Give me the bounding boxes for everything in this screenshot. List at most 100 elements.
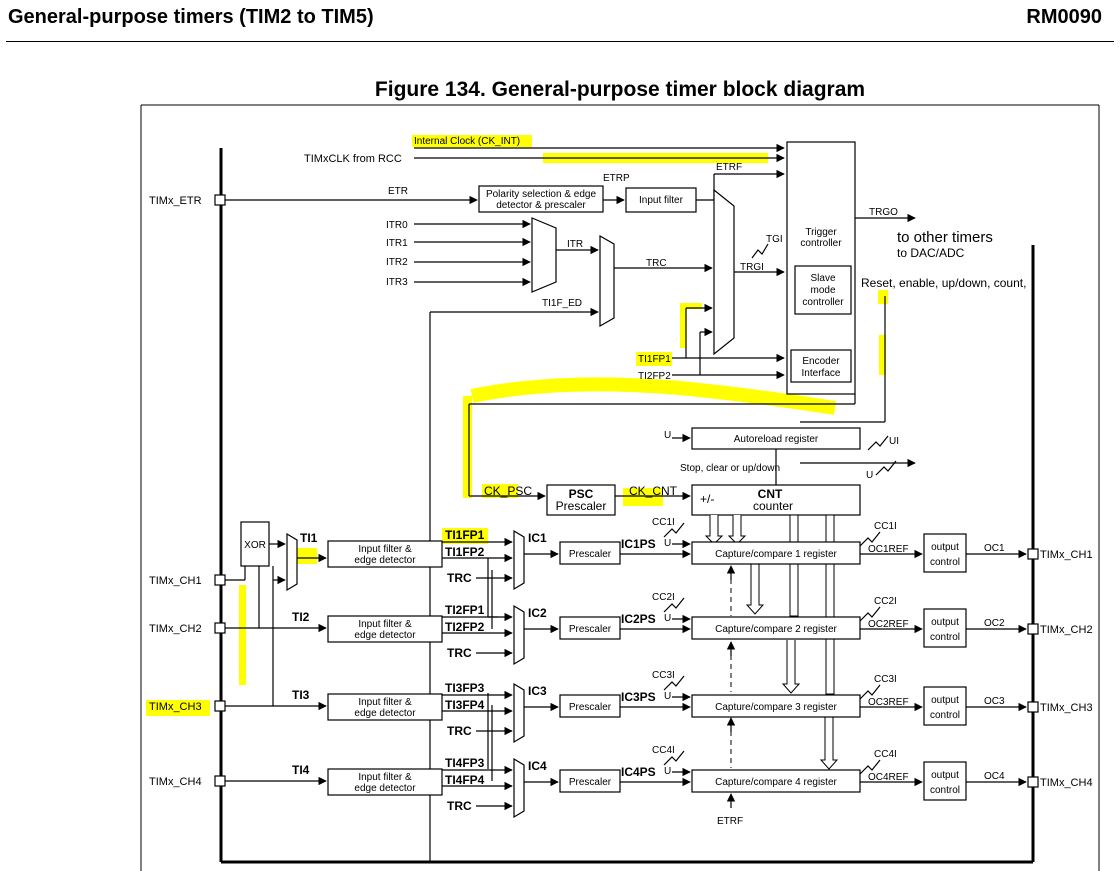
oc-label-ch3: OC3 — [984, 696, 1005, 707]
itr3-label: ITR3 — [386, 277, 408, 288]
fp-label-a-ch2: TI2FP1 — [445, 603, 485, 617]
output-line1-ch1: output — [931, 542, 959, 553]
oc-label-ch1: OC1 — [984, 543, 1005, 554]
ti1f-ed-label: TI1F_ED — [542, 298, 582, 309]
xor-gate — [240, 521, 270, 567]
figure-title: Figure 134. General-purpose timer block … — [374, 78, 866, 101]
itr2-label: ITR2 — [386, 257, 408, 268]
u-label-ch2: U — [664, 613, 671, 624]
reset-enable-text: Reset, enable, up/down, count, — [861, 276, 1026, 290]
cc-out-flag-ch2: CC2I — [874, 596, 897, 607]
ti4-label: TI4 — [292, 763, 310, 777]
slave-mode-block — [794, 265, 852, 315]
ti1fp1-label: TI1FP1 — [638, 354, 671, 365]
ic-prescaler-label-ch1: Prescaler — [569, 549, 612, 560]
fp-label-a-ch4: TI4FP3 — [445, 756, 485, 770]
to-dac-adc: to DAC/ADC — [897, 246, 965, 260]
fp-label-b-ch2: TI2FP2 — [445, 620, 485, 634]
autoreload-label: Autoreload register — [734, 434, 819, 445]
capture-compare-register-3 — [691, 694, 861, 718]
cc-out-flag-zigzag-ch4 — [859, 759, 881, 775]
pin-right-ch3 — [1027, 701, 1039, 713]
pin-timx-etr — [214, 194, 226, 206]
filter-line1-ch4: Input filter & — [358, 772, 412, 783]
ic-label-ch4: IC4 — [528, 759, 547, 773]
pin-label-right-ch3: TIMx_CH3 — [1040, 702, 1093, 714]
output-line2-ch4: control — [930, 785, 960, 796]
cc-flag-ch4: CC4I — [652, 745, 675, 756]
cc-out-flag-ch3: CC3I — [874, 674, 897, 685]
page-header-left: General-purpose timers (TIM2 to TIM5) — [8, 6, 374, 28]
capture-compare-register-2 — [691, 616, 861, 640]
psc-label: PSC — [569, 487, 594, 501]
trigger-line2: controller — [800, 238, 842, 249]
etrf-bottom-label: ETRF — [717, 816, 743, 827]
polarity-line2: detector & prescaler — [496, 200, 586, 211]
internal-clock-label: Internal Clock (CK_INT) — [414, 136, 520, 147]
ic-mux-ch3 — [513, 682, 525, 744]
ic-prescaler-ch3 — [559, 694, 621, 718]
icps-label-ch1: IC1PS — [621, 537, 656, 551]
slave-line3: controller — [802, 297, 844, 308]
pin-label-right-ch1: TIMx_CH1 — [1040, 549, 1093, 561]
ic-label-ch1: IC1 — [528, 531, 547, 545]
trc-ch4: TRC — [447, 799, 472, 813]
icps-label-ch3: IC3PS — [621, 690, 656, 704]
input-filter-block — [625, 187, 697, 213]
slave-line1: Slave — [810, 273, 835, 284]
u-autoreload: U — [664, 430, 671, 441]
u2-label: U — [866, 470, 873, 481]
to-other-timers: to other timers — [897, 229, 993, 246]
input-filter-ch4 — [327, 768, 443, 796]
fp-label-b-ch3: TI3FP4 — [445, 698, 485, 712]
ck-cnt-label: CK_CNT — [629, 484, 678, 498]
trc-ch3: TRC — [447, 724, 472, 738]
output-control-ch3 — [923, 686, 967, 726]
ti2fp2-label: TI2FP2 — [638, 371, 671, 382]
xor-label: XOR — [244, 540, 266, 551]
polarity-block — [478, 185, 604, 213]
cc-register-label-2: Capture/compare 2 register — [715, 624, 837, 635]
ck-psc-label: CK_PSC — [484, 484, 532, 498]
ti3-label: TI3 — [292, 688, 310, 702]
ic-label-ch3: IC3 — [528, 684, 547, 698]
encoder-interface-block — [790, 349, 852, 383]
cc-flag-zigzag-ch3 — [663, 675, 685, 691]
tgi-label: TGI — [766, 234, 783, 245]
cc-out-flag-zigzag-ch1 — [859, 531, 881, 547]
frame — [140, 104, 1100, 871]
input-filter-ch2 — [327, 615, 443, 643]
oc-label-ch4: OC4 — [984, 771, 1005, 782]
output-line2-ch3: control — [930, 710, 960, 721]
filter-line1-ch3: Input filter & — [358, 697, 412, 708]
output-line1-ch3: output — [931, 695, 959, 706]
header-rule — [6, 41, 1114, 42]
itr0-label: ITR0 — [386, 220, 408, 231]
cc-register-label-1: Capture/compare 1 register — [715, 549, 837, 560]
filter-line1-ch2: Input filter & — [358, 619, 412, 630]
slave-line2: mode — [810, 285, 835, 296]
output-line2-ch2: control — [930, 632, 960, 643]
input-filter-label: Input filter — [639, 195, 684, 206]
fp-label-a-ch1: TI1FP1 — [445, 528, 485, 542]
trigger-mux-1 — [599, 234, 615, 328]
pin-left-ch4 — [214, 775, 226, 787]
output-control-ch1 — [923, 533, 967, 573]
ic-prescaler-ch1 — [559, 541, 621, 565]
encoder-line2: Interface — [802, 368, 841, 379]
timxclk-label: TIMxCLK from RCC — [304, 153, 402, 165]
capture-compare-register-4 — [691, 769, 861, 793]
pin-right-ch4 — [1027, 776, 1039, 788]
ic-prescaler-label-ch2: Prescaler — [569, 624, 612, 635]
pin-label-right-ch4: TIMx_CH4 — [1040, 777, 1093, 789]
cnt-label: CNT — [758, 487, 783, 501]
ti1-mux — [286, 532, 298, 592]
output-control-ch4 — [923, 761, 967, 801]
ic-label-ch2: IC2 — [528, 606, 547, 620]
pin-label-left-ch1: TIMx_CH1 — [149, 575, 202, 587]
ic-prescaler-ch2 — [559, 616, 621, 640]
polarity-line1: Polarity selection & edge — [486, 189, 597, 200]
itr1-label: ITR1 — [386, 238, 408, 249]
filter-line2-ch3: edge detector — [354, 708, 416, 719]
